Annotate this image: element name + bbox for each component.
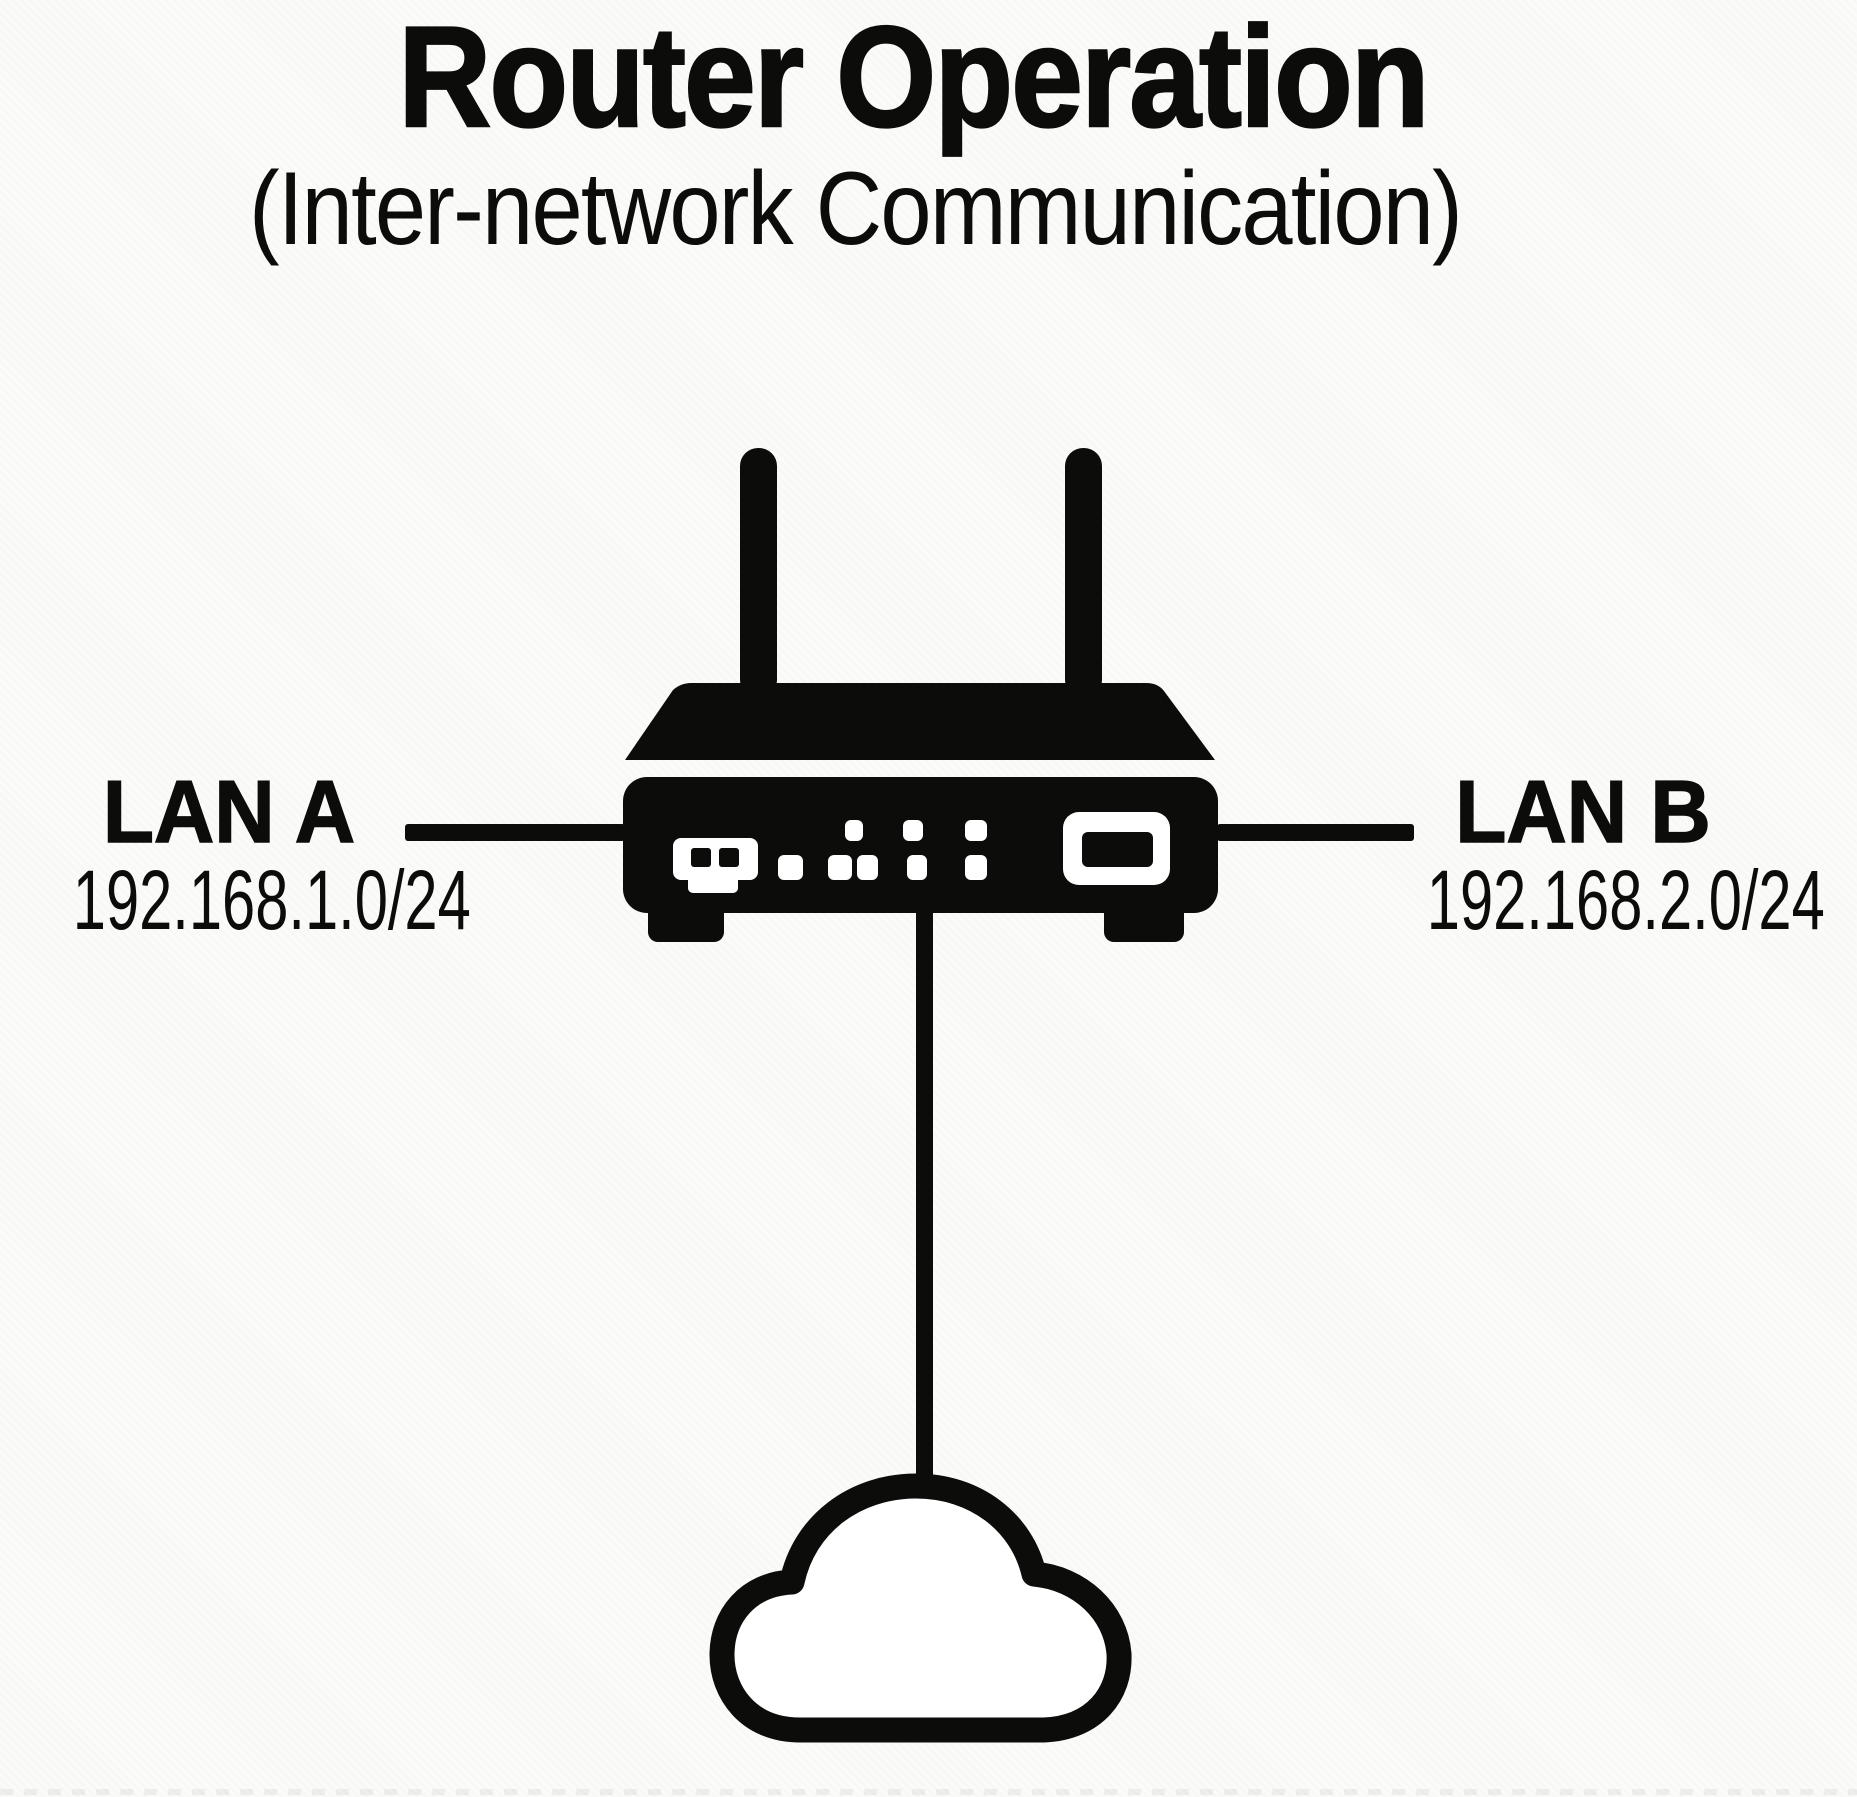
status-leds: [778, 820, 987, 880]
page-subtitle: (Inter-network Communication): [248, 151, 1463, 267]
wan-port-icon: [1063, 812, 1170, 885]
router-antenna-left-icon: [740, 448, 777, 698]
ethernet-port-icon: [673, 838, 758, 893]
lan-b-link-line: [1217, 824, 1414, 841]
router-foot-right: [1104, 900, 1184, 942]
lan-a-label: LAN A: [102, 762, 356, 861]
wan-link-line: [916, 905, 933, 1545]
router-top-panel: [625, 683, 1215, 760]
router-foot-left: [648, 900, 724, 942]
lan-b-label: LAN B: [1455, 762, 1712, 861]
lan-a-link-line: [405, 824, 625, 841]
router-antenna-right-icon: [1065, 448, 1102, 698]
wireless-router-icon: [623, 448, 1218, 942]
internet-cloud-icon: [709, 1473, 1132, 1743]
page-title: Router Operation: [397, 0, 1431, 157]
cropped-text-artifact: [0, 1789, 1857, 1795]
